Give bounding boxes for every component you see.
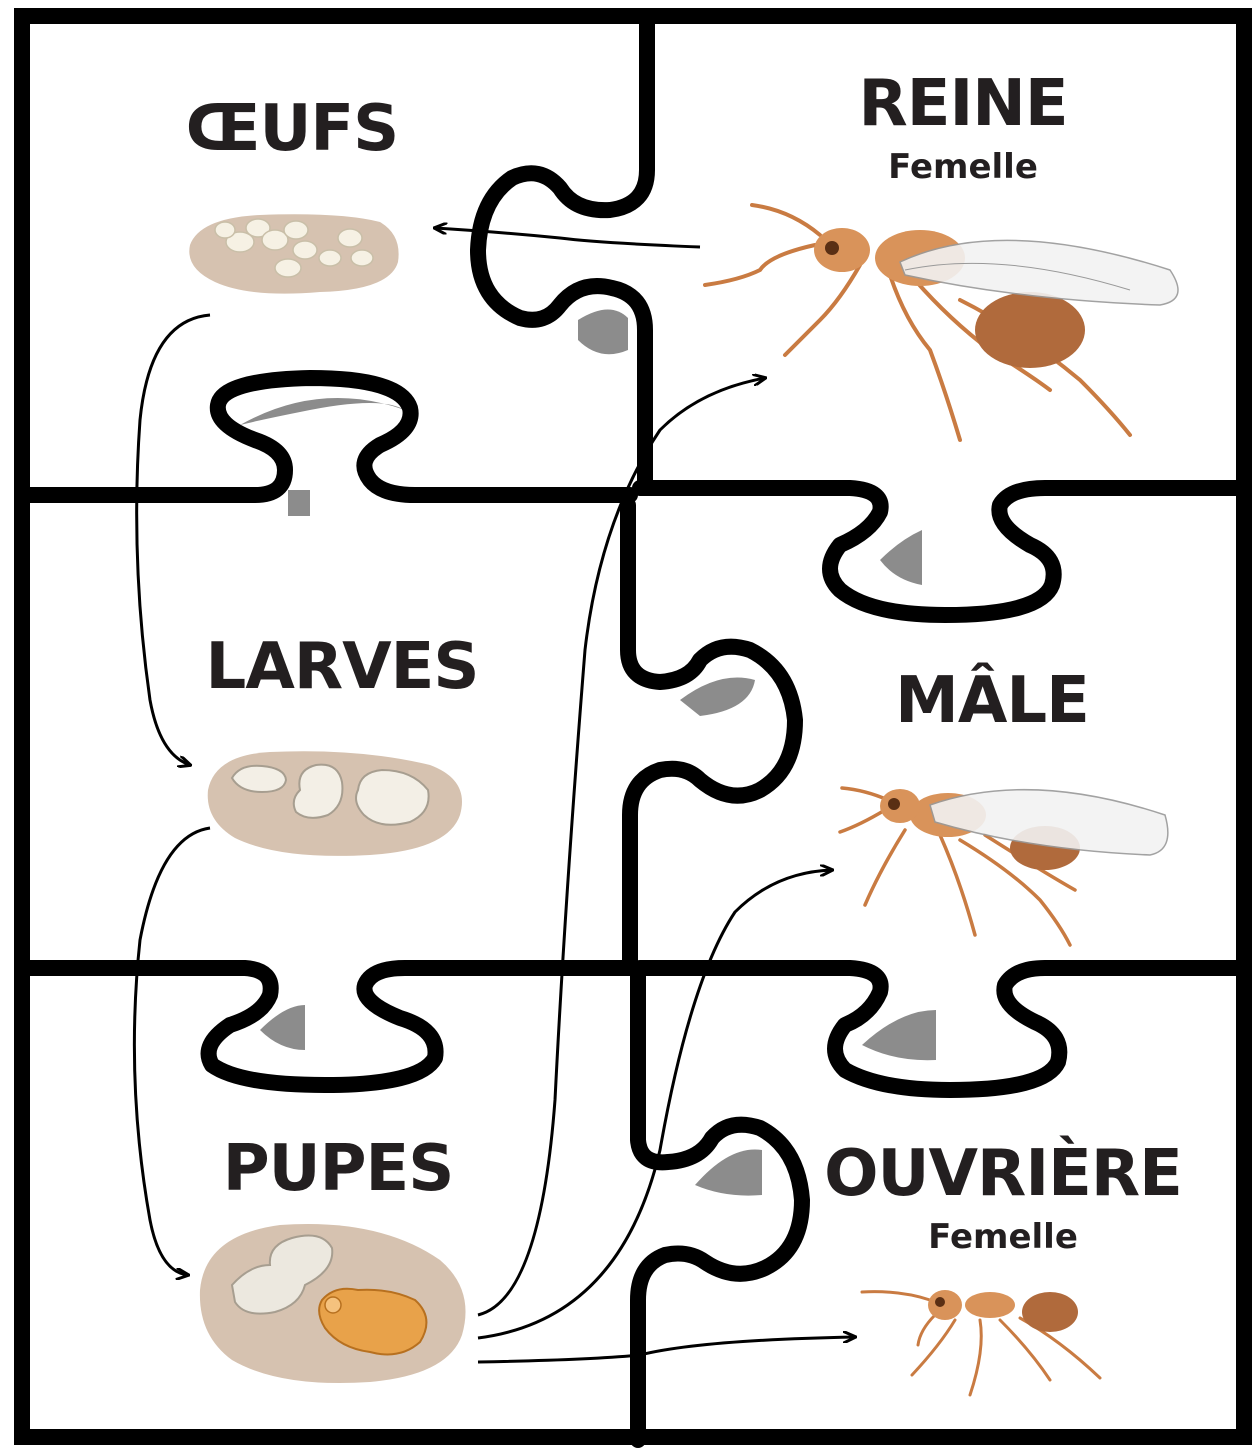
divider-top (478, 20, 647, 480)
eggs-illustration (189, 214, 398, 293)
male-ant-illustration (840, 788, 1168, 945)
divider-lower-left (30, 968, 630, 1085)
queen-ant-illustration (705, 205, 1178, 440)
eggs-title: ŒUFS (186, 92, 398, 166)
divider-middle (628, 505, 795, 965)
tab-shadow (578, 309, 628, 354)
worker-ant-illustration (862, 1290, 1100, 1395)
tab-shadow (862, 1010, 936, 1060)
pupae-illustration (200, 1224, 466, 1383)
arrow-eggs-to-larvae (137, 315, 210, 765)
pupae-title: PUPES (223, 1132, 454, 1206)
arrow-pupae-to-worker (478, 1337, 855, 1362)
divider-bottom (638, 975, 802, 1440)
tab-shadow (680, 678, 755, 717)
larvae-illustration (208, 751, 462, 856)
arrow-larvae-to-pupae (134, 828, 210, 1275)
divider-lower-right (640, 968, 1240, 1090)
male-title: MÂLE (895, 662, 1089, 738)
tab-shadow (240, 398, 405, 425)
divider-upper-left (30, 378, 630, 495)
larvae-title: LARVES (206, 630, 479, 704)
worker-subtitle: Femelle (928, 1217, 1078, 1257)
tab-shadow (880, 530, 922, 585)
worker-title: OUVRIÈRE (824, 1135, 1182, 1211)
queen-subtitle: Femelle (888, 147, 1038, 187)
tab-shadow (288, 490, 310, 516)
divider-upper-right (640, 488, 1240, 615)
queen-title: REINE (858, 67, 1067, 141)
